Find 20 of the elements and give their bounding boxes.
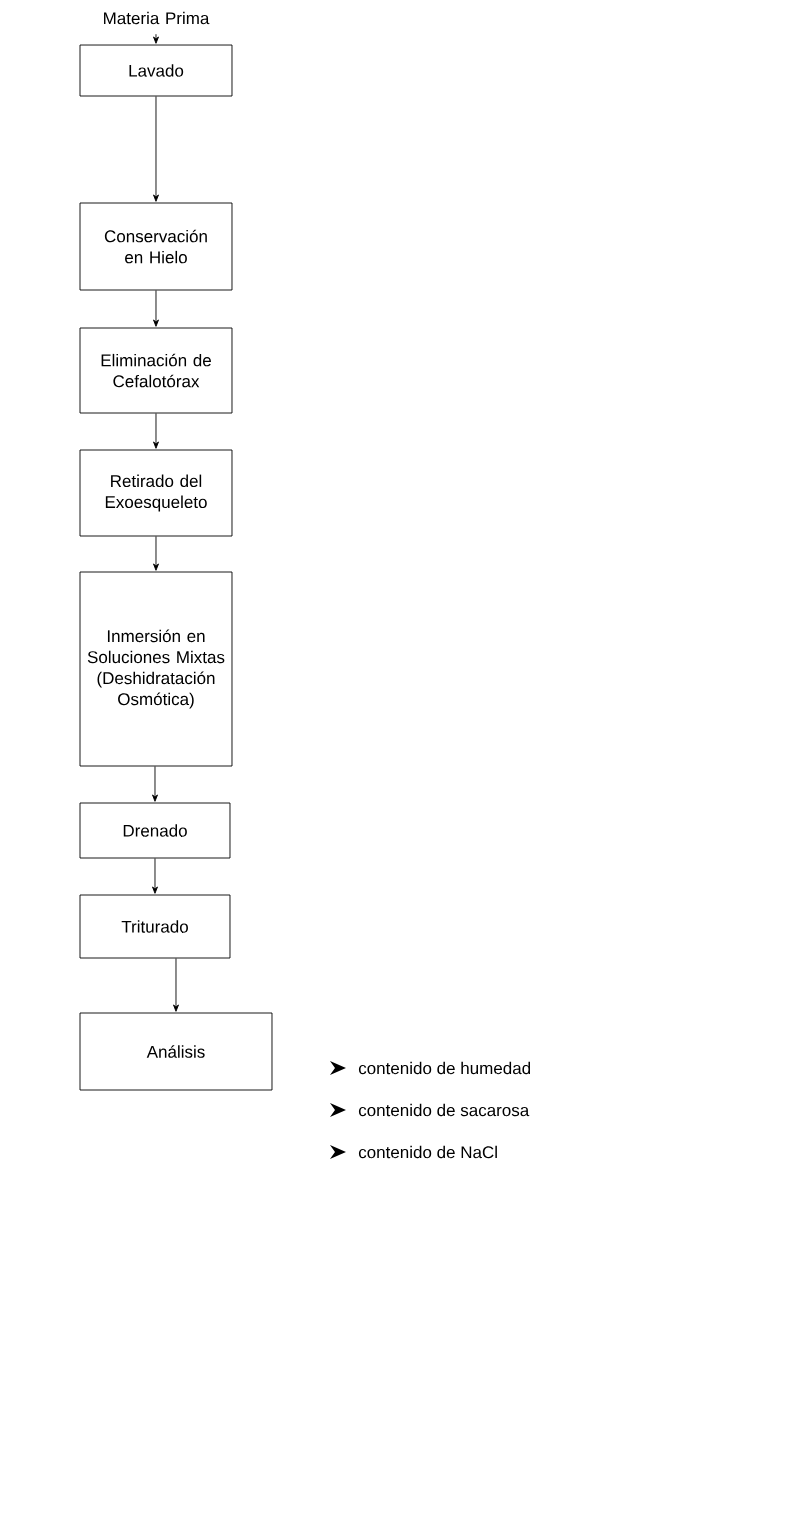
process-box: Eliminación de Cefalotórax — [79, 327, 233, 414]
arrow — [153, 33, 159, 44]
input-label: Materia Prima — [104, 11, 210, 25]
process-box: Inmersión en Soluciones Mixtas (Deshidratación Osmótica) — [79, 571, 233, 767]
arrow — [152, 766, 158, 802]
process-box: Lavado — [79, 44, 233, 97]
arrow — [153, 536, 159, 571]
bullet-text: contenido de NaCl — [358, 1145, 497, 1159]
bullet-text: contenido de sacarosa — [358, 1103, 530, 1117]
arrow — [153, 413, 159, 449]
arrow — [173, 958, 179, 1012]
process-box: Análisis — [79, 1012, 273, 1091]
process-box: Triturado — [79, 894, 231, 959]
arrow — [153, 290, 159, 327]
process-box: Drenado — [79, 802, 231, 859]
arrow — [152, 858, 158, 894]
process-box: Retirado del Exoesqueleto — [79, 449, 233, 537]
arrow — [153, 96, 159, 202]
process-box: Conservación en Hielo — [79, 202, 233, 291]
bullet-text: contenido de humedad — [358, 1061, 531, 1075]
